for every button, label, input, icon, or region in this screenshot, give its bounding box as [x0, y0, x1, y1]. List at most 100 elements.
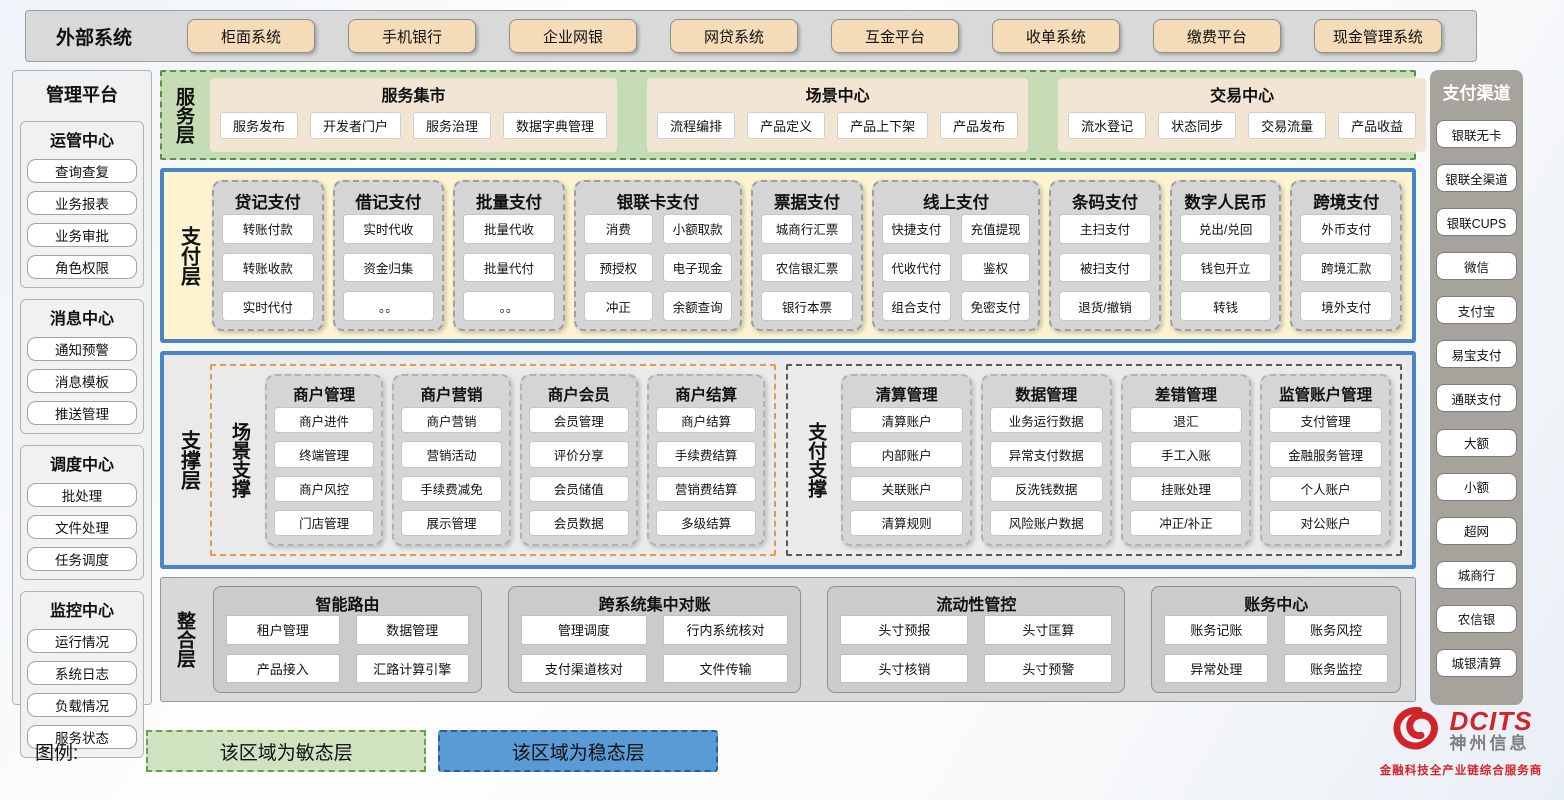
support-column: 商户管理商户进件终端管理商户风控门店管理 — [265, 374, 384, 546]
payment-item-box: 余额查询 — [663, 291, 733, 321]
external-system-box: 互金平台 — [830, 19, 959, 53]
support-item-box: 对公账户 — [1269, 509, 1383, 536]
service-item-box: 状态同步 — [1158, 111, 1237, 139]
panel-title: 跨系统集中对账 — [598, 596, 711, 614]
logo-text: DCITS 神州信息 — [1450, 707, 1533, 753]
payment-column: 线上支付快捷支付充值提现代收代付鉴权组合支付免密支付 — [871, 180, 1041, 331]
payment-item-box: 鉴权 — [961, 252, 1031, 283]
support-item-box: 会员储值 — [528, 475, 629, 502]
external-system-box: 缴费平台 — [1152, 19, 1281, 53]
column-items: 实时代收资金归集。。 — [342, 214, 435, 321]
column-items: 商户结算手续费结算营销费结算多级结算 — [655, 407, 757, 536]
column-title: 银联卡支付 — [616, 193, 700, 212]
management-item-box: 业务报表 — [27, 191, 137, 215]
integration-layer-label: 整合层 — [173, 611, 195, 668]
column-items: 兑出/兑回钱包开立转钱 — [1179, 214, 1272, 321]
center-layers: 服务层 服务集市服务发布开发者门户服务治理数据字典管理场景中心流程编排产品定义产… — [160, 70, 1427, 702]
panel-title: 交易中心 — [1210, 88, 1275, 105]
service-item-box: 服务治理 — [413, 111, 492, 139]
integration-item-box: 支付渠道核对 — [521, 653, 647, 683]
support-item-box: 商户结算 — [655, 407, 757, 434]
payment-layer-label: 支付层 — [177, 225, 200, 286]
panel-title: 流动性管控 — [936, 596, 1017, 614]
integration-panel: 账务中心账务记账账务风控异常处理账务监控 — [1151, 586, 1402, 693]
management-item-box: 业务审批 — [27, 223, 137, 247]
integration-item-box: 异常处理 — [1164, 653, 1269, 683]
payment-column: 银联卡支付消费小额取款预授权电子现金冲正余额查询 — [573, 180, 743, 331]
payment-item-box: 转账收款 — [222, 252, 314, 283]
support-item-box: 退汇 — [1129, 407, 1243, 434]
column-items: 城商行汇票农信银汇票银行本票 — [761, 214, 853, 321]
service-item-box: 产品上下架 — [837, 111, 929, 139]
payment-item-box: 代收代付 — [881, 252, 952, 283]
service-item-box: 服务发布 — [220, 111, 299, 139]
column-title: 借记支付 — [355, 193, 422, 212]
external-system-box: 企业网银 — [508, 19, 637, 53]
integration-item-box: 产品接入 — [226, 653, 340, 683]
support-layer-label: 支撑层 — [177, 430, 200, 490]
column-items: 支付管理金融服务管理个人账户对公账户 — [1269, 407, 1383, 536]
support-section: 支付支撑清算管理清算账户内部账户关联账户清算规则数据管理业务运行数据异常支付数据… — [786, 364, 1402, 556]
payment-item-box: 组合支付 — [881, 291, 952, 321]
support-item-box: 商户风控 — [274, 475, 375, 502]
support-item-box: 展示管理 — [401, 509, 502, 536]
column-title: 监管账户管理 — [1279, 387, 1373, 404]
support-item-box: 清算账户 — [850, 407, 963, 434]
management-item-box: 消息模板 — [27, 369, 137, 393]
payment-item-box: 主扫支付 — [1059, 214, 1151, 244]
payment-item-box: 兑出/兑回 — [1179, 214, 1272, 244]
management-item-box: 服务状态 — [27, 725, 137, 749]
column-title: 商户结算 — [675, 387, 738, 404]
section-label: 支付支撑 — [805, 422, 827, 498]
payment-item-box: 。。 — [342, 291, 435, 321]
payment-item-box: 实时代收 — [342, 214, 435, 244]
payment-item-box: 批量代收 — [463, 214, 555, 244]
column-title: 差错管理 — [1154, 387, 1217, 404]
support-item-box: 会员数据 — [528, 509, 629, 536]
management-group: 调度中心批处理文件处理任务调度 — [20, 445, 144, 580]
column-items: 快捷支付充值提现代收代付鉴权组合支付免密支付 — [881, 214, 1031, 321]
column-title: 批量支付 — [476, 193, 543, 212]
legend-agile-layer: 该区域为敏态层 — [146, 730, 427, 772]
column-title: 商户营销 — [420, 387, 483, 404]
support-item-box: 商户进件 — [274, 407, 375, 434]
payment-item-box: 实时代付 — [222, 291, 314, 321]
section-columns: 商户管理商户进件终端管理商户风控门店管理商户营销商户营销营销活动手续费减免展示管… — [265, 374, 766, 546]
integration-item-box: 数据管理 — [355, 615, 469, 645]
integration-item-box: 账务监控 — [1284, 653, 1389, 683]
integration-panel: 智能路由租户管理数据管理产品接入汇路计算引擎 — [213, 586, 482, 693]
integration-item-box: 租户管理 — [226, 615, 340, 645]
column-title: 数字人民币 — [1184, 193, 1267, 212]
external-system-box: 网贷系统 — [669, 19, 798, 53]
payment-channel-box: 易宝支付 — [1436, 340, 1517, 369]
group-title: 调度中心 — [49, 457, 114, 474]
column-title: 贷记支付 — [234, 193, 301, 212]
payment-channel-box: 支付宝 — [1436, 296, 1517, 325]
integration-item-box: 账务风控 — [1284, 615, 1389, 645]
management-platform-title: 管理平台 — [46, 85, 118, 105]
integration-item-box: 头寸预报 — [840, 615, 969, 645]
column-items: 会员管理评价分享会员储值会员数据 — [528, 407, 629, 536]
integration-item-box: 文件传输 — [662, 653, 789, 683]
column-title: 数据管理 — [1015, 387, 1078, 404]
payment-channel-box: 大额 — [1436, 428, 1517, 457]
legend-stable-layer: 该区域为稳态层 — [438, 730, 719, 772]
external-system-box: 手机银行 — [348, 19, 476, 53]
support-item-box: 挂账处理 — [1129, 475, 1243, 502]
support-column: 商户会员会员管理评价分享会员储值会员数据 — [519, 374, 638, 546]
column-items: 消费小额取款预授权电子现金冲正余额查询 — [583, 214, 733, 321]
panel-items: 流程编排产品定义产品上下架产品发布 — [657, 106, 1019, 144]
service-panel: 交易中心流水登记状态同步交易流量产品收益 — [1058, 78, 1427, 152]
payment-channel-box: 银联无卡 — [1436, 120, 1517, 149]
support-item-box: 反洗钱数据 — [989, 475, 1103, 502]
column-items: 退汇手工入账挂账处理冲正/补正 — [1129, 407, 1243, 536]
section-label: 场景支撑 — [228, 422, 250, 498]
payment-column: 批量支付批量代收批量代付。。 — [453, 180, 565, 331]
support-column: 清算管理清算账户内部账户关联账户清算规则 — [841, 374, 972, 546]
support-column: 商户营销商户营销营销活动手续费减免展示管理 — [392, 374, 511, 546]
payment-column: 条码支付主扫支付被扫支付退货/撤销 — [1049, 180, 1161, 331]
service-panel: 场景中心流程编排产品定义产品上下架产品发布 — [647, 78, 1029, 152]
service-item-box: 产品收益 — [1338, 111, 1417, 139]
external-systems-bar: 外部系统 柜面系统手机银行企业网银网贷系统互金平台收单系统缴费平台现金管理系统 — [25, 10, 1477, 62]
